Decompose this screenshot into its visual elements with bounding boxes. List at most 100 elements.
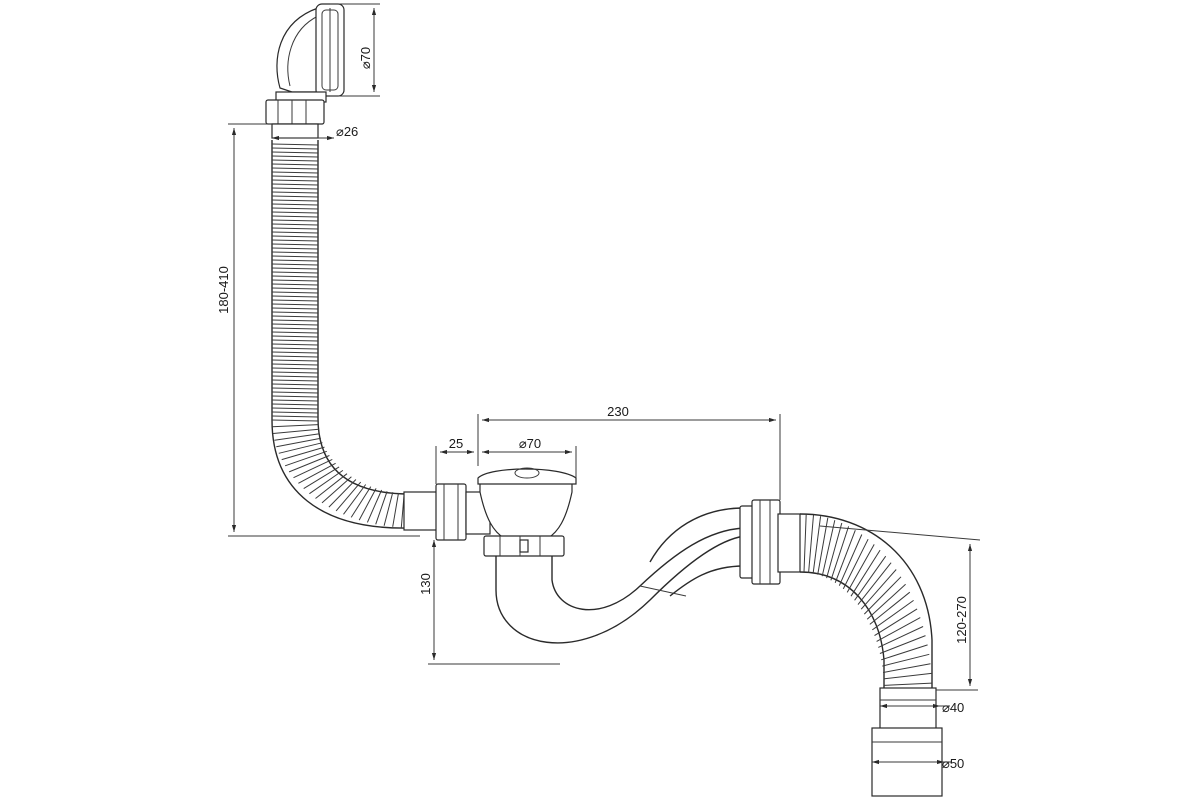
hose-rib (271, 295, 319, 298)
hose-rib (271, 183, 319, 186)
hose-rib (298, 462, 336, 484)
hose-rib (271, 203, 319, 206)
hose-rib (271, 251, 319, 254)
hose-rib (883, 682, 932, 686)
hose-rib (863, 576, 902, 615)
hose-rib (281, 446, 325, 461)
hose-rib (271, 167, 319, 170)
hose-rib (271, 267, 319, 270)
hose-rib (276, 437, 321, 448)
hose-rib (878, 626, 924, 648)
hose-rib (838, 534, 863, 586)
hose-rib (271, 363, 319, 366)
hose-rib (284, 450, 327, 467)
hose-rib (834, 530, 856, 583)
hose-rib (271, 359, 319, 362)
hose-rib (271, 399, 319, 402)
hose-rib (309, 469, 344, 495)
label-trap-width: 230 (607, 404, 629, 419)
hose-rib (271, 195, 319, 198)
hose-rib (866, 583, 906, 620)
hose-ribs (271, 143, 411, 528)
hose-rib (271, 207, 319, 210)
hose-rib (876, 617, 921, 642)
hose-rib (271, 147, 319, 150)
hose-rib (874, 608, 918, 637)
hose-rib (271, 291, 319, 294)
hose-rib (271, 351, 319, 354)
hose-rib (271, 307, 319, 310)
hose-rib (272, 424, 319, 428)
hose-rib (271, 379, 319, 382)
hose-rib (271, 175, 319, 178)
hose-rib (271, 347, 319, 350)
hose-rib (872, 599, 914, 631)
hose-rib (271, 227, 319, 230)
hose-rib (271, 283, 319, 286)
hose-rib (271, 215, 319, 218)
hose-rib (271, 367, 319, 370)
hose-rib (857, 562, 892, 605)
hose-rib (271, 315, 319, 318)
hose-rib (271, 407, 319, 410)
label-offset: 25 (449, 436, 463, 451)
hose-rib (321, 476, 352, 504)
hose-rib (271, 191, 319, 194)
hose-rib (271, 299, 319, 302)
hose-rib (271, 239, 319, 242)
hose-rib (271, 375, 319, 378)
hose-rib (271, 383, 319, 386)
hose-rib (392, 492, 399, 527)
hose-rib (293, 458, 333, 479)
dimension-lines (228, 3, 981, 765)
hose-rib (271, 303, 319, 306)
hose-rib (343, 484, 367, 515)
hose-rib (879, 635, 926, 654)
hose-rib (271, 327, 319, 330)
hose-rib (271, 279, 319, 282)
outlet-hose (799, 513, 943, 797)
hose-rib (278, 442, 323, 454)
hose-rib (271, 159, 319, 162)
hose-rib (860, 569, 897, 610)
hose-rib (821, 520, 836, 577)
hose-rib (883, 663, 931, 673)
hose-rib (271, 179, 319, 182)
hose-rib (883, 672, 932, 680)
hose-rib (315, 473, 348, 499)
hose-rib (271, 339, 319, 342)
label-drain-diameter: ⌀70 (519, 436, 541, 451)
hose-rib (271, 231, 319, 234)
label-overflow-hose-length: 180-410 (216, 266, 231, 314)
hose-rib (271, 371, 319, 374)
hose-rib (271, 187, 319, 190)
hose-rib (350, 486, 372, 518)
hose-rib (271, 411, 319, 414)
hose-rib (271, 391, 319, 394)
hose-rib (271, 355, 319, 358)
hose-rib (303, 466, 340, 490)
overflow-hose (271, 140, 441, 531)
hose-rib (271, 199, 319, 202)
hose-rib (846, 544, 875, 593)
hose-rib (882, 653, 930, 667)
hose-rib (271, 403, 319, 406)
label-trap-height: 130 (418, 573, 433, 595)
hose-rib (358, 488, 377, 521)
hose-rib (271, 387, 319, 390)
hose-rib (271, 331, 319, 334)
hose-rib (271, 275, 319, 278)
hose-rib (830, 526, 850, 581)
hose-rib (271, 223, 319, 226)
hose-rib (271, 163, 319, 166)
hose-rib (271, 259, 319, 262)
hose-rib (271, 335, 319, 338)
hose-rib (271, 415, 319, 418)
drain-body (435, 467, 577, 557)
hose-rib (817, 517, 829, 575)
hose-rib (808, 514, 814, 573)
hose-rib (271, 263, 319, 266)
label-overflow-diameter: ⌀70 (358, 47, 373, 69)
hose-rib (271, 243, 319, 246)
